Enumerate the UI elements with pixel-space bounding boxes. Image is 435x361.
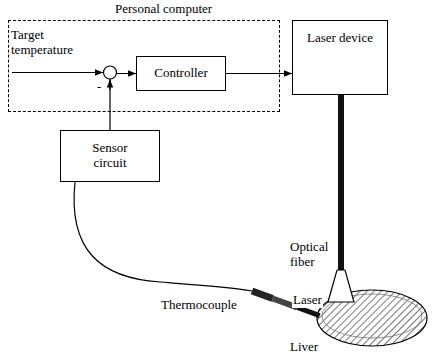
controller-box: Controller [136, 56, 226, 91]
liver-label: Liver [289, 340, 319, 355]
summing-junction [104, 66, 117, 79]
signal-arrow [226, 73, 292, 74]
thermocouple-wire [74, 182, 252, 291]
box-label: Controller [154, 66, 207, 81]
sensor-circuit-box: Sensor circuit [60, 130, 160, 182]
optical-fiber [338, 95, 344, 270]
minus-sign: - [96, 80, 102, 95]
input-label: Target temperature [10, 28, 94, 58]
fiber-label: Optical fiber [289, 240, 337, 270]
laser-device-box: Laser device [292, 20, 388, 95]
box-label: Sensor circuit [79, 141, 141, 171]
laser-label: Laser [292, 293, 323, 308]
group-heading: Personal computer [113, 2, 214, 17]
input-line [12, 72, 103, 73]
signal-arrow [110, 74, 136, 131]
laser-beam [328, 270, 354, 302]
thermocouple-label: Thermocouple [160, 298, 238, 313]
box-label: Laser device [307, 31, 373, 46]
feedback-line [109, 80, 110, 91]
